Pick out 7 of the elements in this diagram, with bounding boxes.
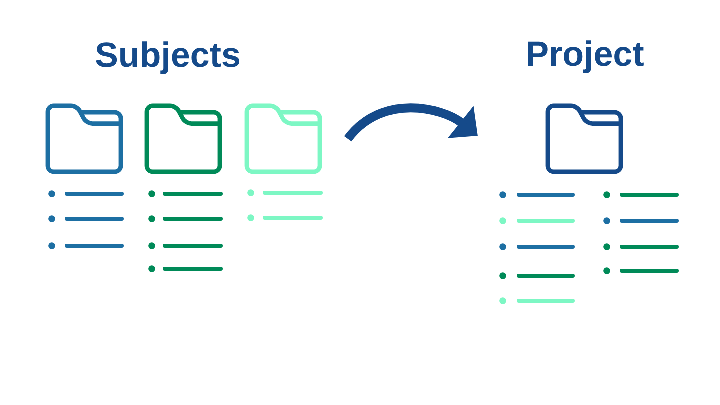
folder-icon bbox=[546, 104, 624, 174]
curved-arrow bbox=[344, 104, 478, 142]
folder-icon bbox=[244, 104, 322, 174]
folder-icon bbox=[46, 104, 124, 174]
heading: Project bbox=[528, 40, 644, 74]
folder-icon bbox=[144, 104, 222, 174]
heading: Subjects bbox=[96, 42, 240, 74]
